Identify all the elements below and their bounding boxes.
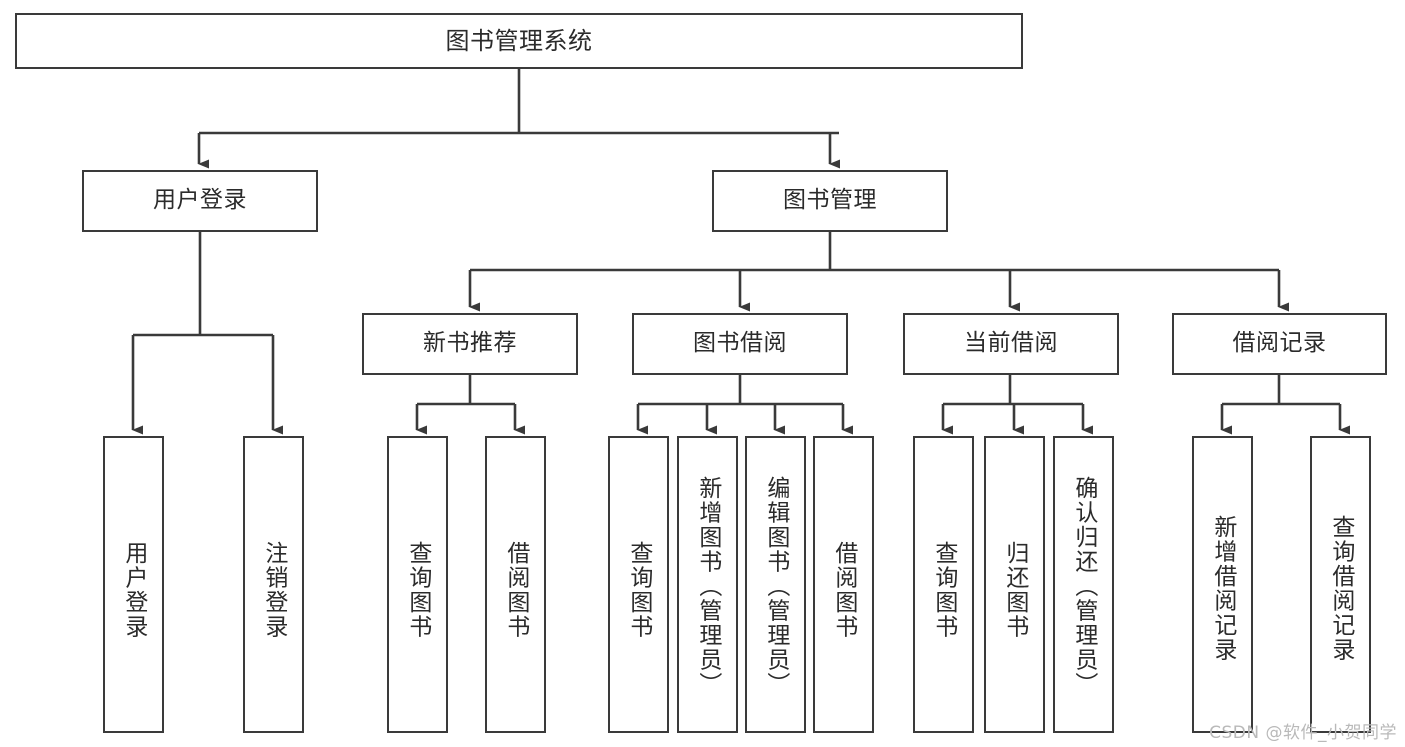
node-new-book-rec-label: 新书推荐: [423, 330, 517, 357]
node-leaf-borrow-book-1[interactable]: 借阅图书: [485, 436, 546, 733]
node-book-borrow-label: 图书借阅: [693, 330, 787, 357]
node-leaf-return-book[interactable]: 归还图书: [984, 436, 1045, 733]
node-leaf-edit-book[interactable]: 编辑图书（管理员）: [745, 436, 806, 733]
node-leaf-add-book-label: 新增图书（管理员）: [694, 475, 721, 697]
node-leaf-edit-book-label: 编辑图书（管理员）: [762, 475, 789, 697]
node-root-label: 图书管理系统: [445, 26, 593, 55]
node-book-manage[interactable]: 图书管理: [712, 170, 948, 232]
node-leaf-query-record-label: 查询借阅记录: [1327, 514, 1354, 662]
node-leaf-add-book[interactable]: 新增图书（管理员）: [677, 436, 738, 733]
node-leaf-confirm-return-label: 确认归还（管理员）: [1070, 475, 1097, 697]
node-leaf-return-book-label: 归还图书: [1001, 540, 1028, 639]
node-leaf-borrow-book-2-label: 借阅图书: [830, 540, 857, 639]
node-leaf-query-book-3-label: 查询图书: [930, 540, 957, 639]
node-borrow-record-label: 借阅记录: [1232, 330, 1327, 357]
node-leaf-borrow-book-2[interactable]: 借阅图书: [813, 436, 874, 733]
node-new-book-rec[interactable]: 新书推荐: [362, 313, 578, 375]
node-leaf-query-book-2-label: 查询图书: [625, 540, 652, 639]
csdn-watermark: CSDN @软件_小贺同学: [1209, 723, 1397, 743]
node-user-login[interactable]: 用户登录: [82, 170, 318, 232]
node-leaf-logout[interactable]: 注销登录: [243, 436, 304, 733]
node-current-borrow[interactable]: 当前借阅: [903, 313, 1119, 375]
node-leaf-query-book-1[interactable]: 查询图书: [387, 436, 448, 733]
node-root[interactable]: 图书管理系统: [15, 13, 1023, 69]
node-leaf-confirm-return[interactable]: 确认归还（管理员）: [1053, 436, 1114, 733]
node-leaf-query-book-2[interactable]: 查询图书: [608, 436, 669, 733]
node-leaf-user-login-label: 用户登录: [120, 540, 147, 639]
node-leaf-user-login[interactable]: 用户登录: [103, 436, 164, 733]
node-leaf-add-record-label: 新增借阅记录: [1209, 514, 1236, 662]
node-leaf-query-book-1-label: 查询图书: [404, 540, 431, 639]
node-leaf-query-record[interactable]: 查询借阅记录: [1310, 436, 1371, 733]
node-leaf-borrow-book-1-label: 借阅图书: [502, 540, 529, 639]
node-current-borrow-label: 当前借阅: [964, 330, 1058, 357]
node-borrow-record[interactable]: 借阅记录: [1172, 313, 1387, 375]
node-leaf-logout-label: 注销登录: [260, 540, 287, 639]
node-book-manage-label: 图书管理: [783, 187, 877, 214]
node-user-login-label: 用户登录: [153, 187, 247, 214]
node-leaf-query-book-3[interactable]: 查询图书: [913, 436, 974, 733]
node-book-borrow[interactable]: 图书借阅: [632, 313, 848, 375]
node-leaf-add-record[interactable]: 新增借阅记录: [1192, 436, 1253, 733]
